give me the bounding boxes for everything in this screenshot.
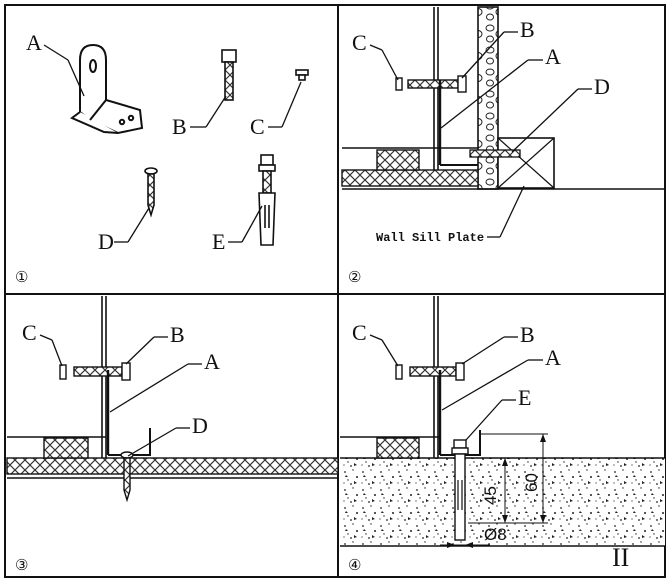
dimension-total-depth: 60: [522, 473, 541, 492]
label-a: A: [204, 349, 220, 374]
label-b: B: [172, 114, 187, 139]
label-b: B: [170, 322, 185, 347]
anchor-bolt-installed: [454, 453, 466, 541]
bracket-a-part: [70, 43, 144, 135]
label-e: E: [518, 385, 531, 410]
outer-frame: [4, 4, 666, 578]
concrete-floor: [340, 458, 665, 546]
label-c: C: [22, 320, 37, 345]
dimension-bolt-depth: 45: [481, 486, 500, 505]
adjustable-foot: [376, 149, 420, 171]
panel-4-number: ④: [348, 557, 361, 574]
label-a: A: [26, 30, 42, 55]
label-c: C: [352, 30, 367, 55]
panel-2-sill-plate: C B A D Wall Sill Plate ②: [341, 6, 665, 286]
anchor-e-part: [258, 154, 276, 246]
label-b: B: [520, 322, 535, 347]
label-a: A: [545, 345, 561, 370]
panel-3-wood-floor: C B A D ③: [6, 296, 339, 574]
label-d: D: [594, 74, 610, 99]
label-e: E: [212, 229, 225, 254]
panel-1-number: ①: [15, 269, 28, 286]
screw-d-part: [144, 167, 158, 218]
label-c: C: [352, 320, 367, 345]
floor-slab: [341, 169, 479, 187]
label-b: B: [520, 17, 535, 42]
callout-wall-sill-plate: Wall Sill Plate: [376, 231, 484, 245]
bolt-b-part: [221, 49, 237, 101]
label-c: C: [250, 114, 265, 139]
roman-numeral-mark: II: [612, 543, 629, 572]
label-a: A: [545, 44, 561, 69]
panel-3-number: ③: [15, 557, 28, 574]
stone-wall: [477, 6, 499, 190]
adjustable-foot: [376, 437, 420, 459]
nut-c-part: [295, 69, 309, 81]
panel-1-parts: A B C D E ①: [15, 30, 309, 286]
panel-2-number: ②: [348, 269, 361, 286]
adjustable-foot: [43, 437, 89, 459]
dimension-diameter: Ø8: [484, 525, 507, 544]
wood-floor-layer: [6, 457, 339, 475]
panel-4-concrete-floor: 45 60 Ø8 C B A E II ④: [340, 296, 665, 574]
label-d: D: [98, 229, 114, 254]
label-d: D: [192, 413, 208, 438]
